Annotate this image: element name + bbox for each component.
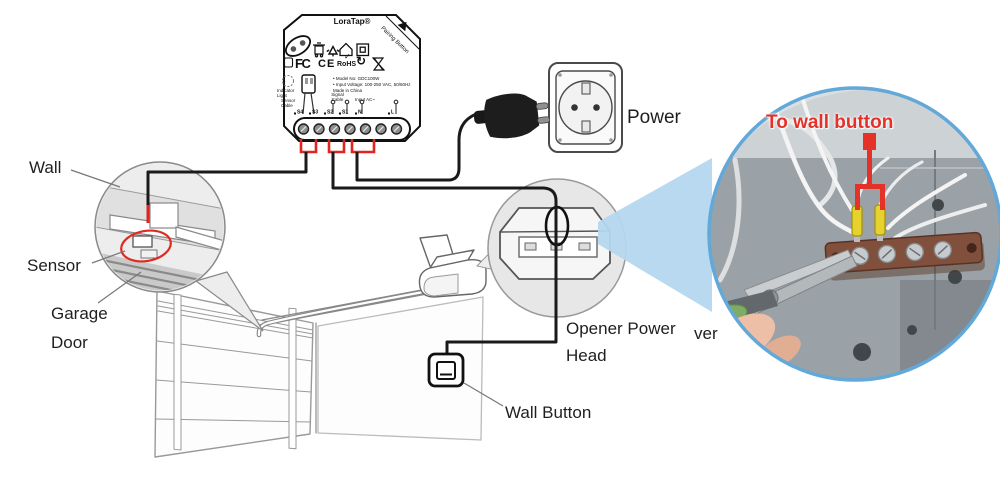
sensor-callout-circle (94, 161, 264, 332)
rohs-check-mark: ✓ (344, 52, 351, 61)
terminal-label-s3: S3 (312, 109, 319, 115)
power-wire (355, 111, 480, 182)
brand-label: LoraTap® (333, 17, 371, 26)
terminal-label-s4: S4 (297, 109, 304, 115)
indicator-light-icon (282, 75, 294, 87)
house-icon (339, 42, 353, 57)
model-number-text: • Model No: GDC100W (333, 76, 380, 81)
to-wall-button-arrow (855, 133, 885, 210)
yellow-ferrules (851, 204, 886, 242)
indicator-light-label: Indicator Light (277, 88, 295, 99)
terminal-label-n: N (358, 109, 362, 115)
input-ac-label: Input AC~ (355, 97, 375, 102)
terminal-label-l: L (391, 109, 395, 115)
opener-head-drawing (418, 234, 487, 298)
class-ii-icon (356, 43, 370, 57)
input-voltage-text: • Input Voltage: 100-250 VAC, 50/60Hz (333, 82, 411, 87)
fcc-mark: FC (295, 56, 311, 71)
terminal-dots (294, 112, 390, 115)
red-wire-brackets (299, 139, 376, 154)
garage-door-label-line2: Door (51, 333, 88, 352)
sensor-cable-label: Sensor Cable (281, 98, 296, 109)
garage-drawing (154, 234, 487, 458)
recycle-icon (326, 45, 340, 57)
pairing-oval-icon (284, 35, 312, 57)
opener-label-fragment: ver (694, 324, 718, 343)
power-label: Power (627, 107, 681, 128)
sensor-cable-connector (301, 74, 316, 115)
door-sensor (132, 235, 153, 248)
cert-badge-icon (283, 57, 294, 68)
wall-button-drawing (427, 352, 465, 388)
photo-terminal-block (824, 231, 985, 281)
wall-socket (548, 62, 623, 153)
leader-lines (70, 169, 504, 407)
signal-wire (331, 152, 558, 356)
to-wall-button-label: To wall button (766, 112, 894, 133)
recycle-loop-icon: ↻ (356, 54, 367, 68)
sensor-wire (146, 152, 308, 205)
power-plug (473, 93, 551, 139)
garage-door-label-line1: Garage (51, 304, 108, 323)
terminal-label-s2: S2 (327, 109, 334, 115)
wall-button-photo (707, 86, 1000, 382)
opener-callout-circle (476, 178, 627, 318)
sensor-label: Sensor (27, 256, 81, 275)
signal-input-pins (330, 99, 399, 114)
ce-mark: CE (318, 58, 336, 70)
wall-label: Wall (29, 158, 62, 177)
terminal-label-s1: S1 (342, 109, 349, 115)
made-in-text: Made in China (333, 88, 363, 93)
wall-button-label: Wall Button (505, 403, 592, 422)
wires (146, 111, 558, 356)
zoom-beam (598, 158, 712, 312)
signal-cable-label: Signal Cable (331, 92, 344, 103)
sensor-highlight-ellipse (120, 229, 172, 263)
photo-border-circle (707, 86, 1000, 382)
hourglass-icon (372, 57, 385, 71)
garage-door-panel (154, 290, 314, 458)
loratap-module (282, 14, 421, 142)
opener-power-head-label-line2: Head (566, 346, 607, 365)
weee-bin-icon (313, 42, 325, 58)
rohs-mark: RoHS (337, 61, 357, 68)
terminal-screws (297, 123, 403, 135)
opener-power-head-label-line1: Opener Power (566, 319, 676, 338)
